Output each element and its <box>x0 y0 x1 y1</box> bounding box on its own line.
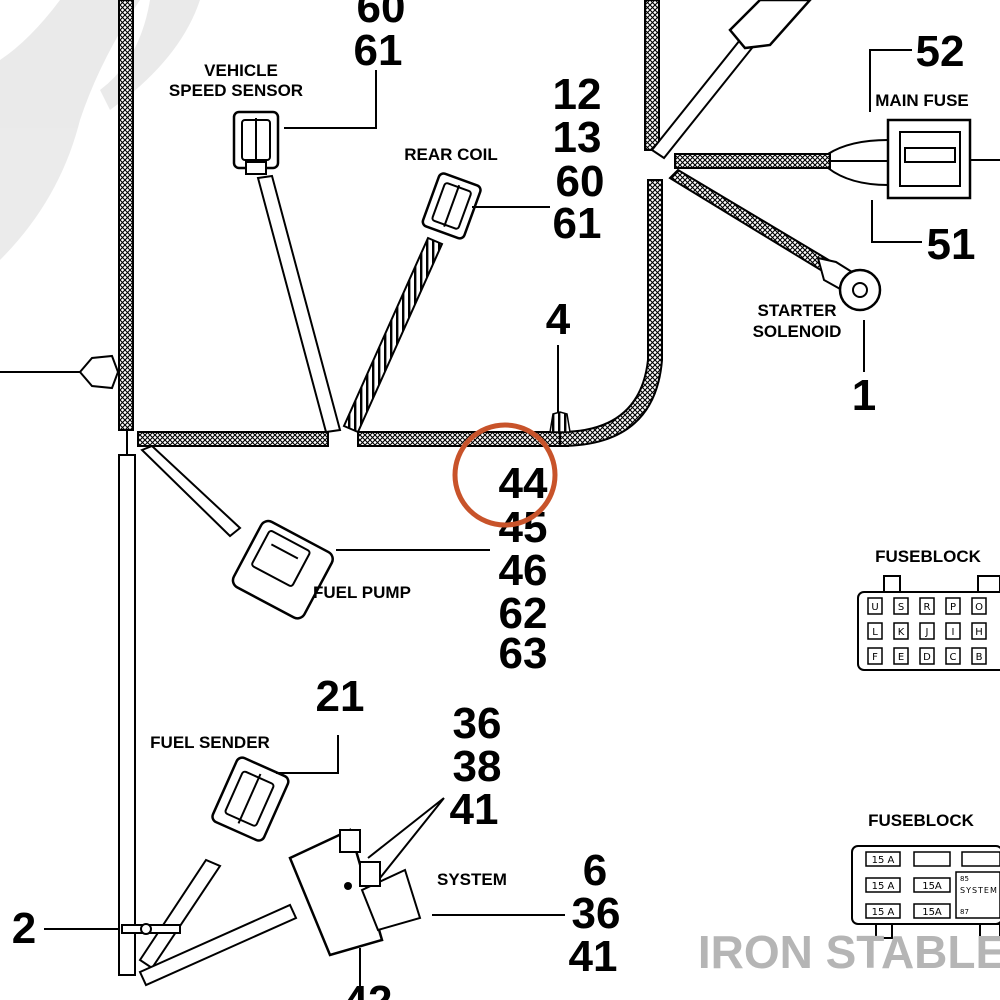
callout-number: 61 <box>354 26 403 75</box>
component-labels: VEHICLE SPEED SENSOR REAR COIL MAIN FUSE… <box>150 61 981 889</box>
fuse-slot-letter: B <box>976 652 983 663</box>
fuel-sender-label: FUEL SENDER <box>150 733 270 752</box>
system-relay-label: SYSTEM RELAY <box>960 886 1000 895</box>
fuse-slot-letter: D <box>923 652 931 663</box>
fuse-slot <box>971 647 987 665</box>
callout-number: 62 <box>499 589 548 638</box>
fuseblock-label: FUSEBLOCK <box>875 547 982 566</box>
fuel-sender <box>138 735 339 970</box>
fuseblock-top: U S R P O L K J I H F E D C B <box>857 575 1000 671</box>
callout-number: 60 <box>357 0 406 32</box>
fuse-slot <box>971 597 987 615</box>
fuse-slot <box>919 622 935 640</box>
fuse-slot <box>945 647 961 665</box>
fuse-slot <box>893 597 909 615</box>
fuse-slot-letter: S <box>898 602 904 613</box>
fuel-pump <box>140 444 490 620</box>
fuse-slot-letter: H <box>975 627 983 638</box>
background-watermark <box>0 0 200 260</box>
fuse-slot-letter: J <box>925 627 929 638</box>
fuse-slot-letter: I <box>952 627 955 638</box>
fuse-slot <box>867 597 883 615</box>
main-fuse <box>674 49 1000 243</box>
callout-number: 63 <box>499 629 548 678</box>
fuseblock-bottom: 15 A 15 A 15A 15A 15 A 85 87 SYSTEM RELA… <box>851 845 1000 939</box>
fuse-label: 15 A <box>872 907 895 918</box>
callout-number: 36 <box>572 889 621 938</box>
fuse-slot-letter: K <box>898 627 905 638</box>
callout-number: 2 <box>12 904 36 953</box>
system-label: SYSTEM <box>437 870 507 889</box>
relay-pin: 87 <box>960 908 969 916</box>
left-harness <box>118 0 136 976</box>
callout-number: 36 <box>453 699 502 748</box>
callout-number: 6 <box>583 846 607 895</box>
fuse-label: 15A <box>922 907 942 918</box>
callout-number: 51 <box>927 220 976 269</box>
vehicle-speed-sensor <box>232 70 377 434</box>
highlight-ring <box>452 422 558 528</box>
vehicle-speed-sensor-label: VEHICLE <box>204 61 278 80</box>
fuse-slot-letter: P <box>950 602 956 613</box>
horizontal-harness <box>137 0 663 448</box>
upper-branch <box>650 0 812 160</box>
starter-solenoid-label: STARTER <box>757 301 836 320</box>
callout-number: 61 <box>553 199 602 248</box>
rear-coil-label: REAR COIL <box>404 145 498 164</box>
fuse-slot-letter: L <box>872 627 878 638</box>
callout-number: 38 <box>453 742 502 791</box>
harness-clip-icon <box>549 345 571 433</box>
callout-number: 12 <box>553 70 602 119</box>
relay-pin: 85 <box>960 875 969 883</box>
fuse-slot <box>893 622 909 640</box>
fuse-slot <box>945 622 961 640</box>
fuse-slot <box>893 647 909 665</box>
fuse-slot-letter: U <box>871 602 878 613</box>
callout-numbers: 60 61 12 13 60 61 52 51 4 1 44 45 46 62 … <box>12 0 976 1000</box>
fuseblock-label: FUSEBLOCK <box>868 811 975 830</box>
cable-clamp-icon <box>44 923 181 935</box>
starter-solenoid-cable <box>668 168 882 372</box>
starter-solenoid-label: SOLENOID <box>753 322 842 341</box>
callout-number: 41 <box>569 932 618 981</box>
rear-coil-connector <box>342 172 550 434</box>
system-switch <box>138 797 565 1000</box>
iron-stable-watermark: IRON STABLE <box>698 926 1000 978</box>
fuse-slot <box>867 622 883 640</box>
callout-number: 4 <box>546 295 571 344</box>
fuse-slot <box>867 647 883 665</box>
fuse-label: 15A <box>922 881 942 892</box>
fuse-slot-letter: C <box>950 652 957 663</box>
main-fuse-label: MAIN FUSE <box>875 91 969 110</box>
vehicle-speed-sensor-label: SPEED SENSOR <box>169 81 303 100</box>
callout-number: 60 <box>556 157 605 206</box>
fuel-pump-label: FUEL PUMP <box>313 583 411 602</box>
fuse-slot <box>919 597 935 615</box>
fuse-slot-letter: R <box>924 602 931 613</box>
callout-number: 13 <box>553 113 602 162</box>
fuse-slot <box>971 622 987 640</box>
callout-number: 42 <box>344 977 393 1000</box>
push-clip-icon <box>0 354 120 390</box>
callout-number: 46 <box>499 546 548 595</box>
callout-number-highlighted: 44 <box>499 459 548 508</box>
fuse-slot-letter: F <box>872 652 878 663</box>
fuse-slot <box>919 647 935 665</box>
fuse-slot-letter: E <box>898 652 904 663</box>
callout-number: 21 <box>316 672 365 721</box>
fuse-slot-letter: O <box>975 602 983 613</box>
callout-number: 52 <box>916 27 965 76</box>
fuse-label: 15 A <box>872 881 895 892</box>
callout-number: 1 <box>852 371 876 420</box>
fuse-label: 15 A <box>872 855 895 866</box>
callout-number: 41 <box>450 785 499 834</box>
fuse-slot <box>945 597 961 615</box>
